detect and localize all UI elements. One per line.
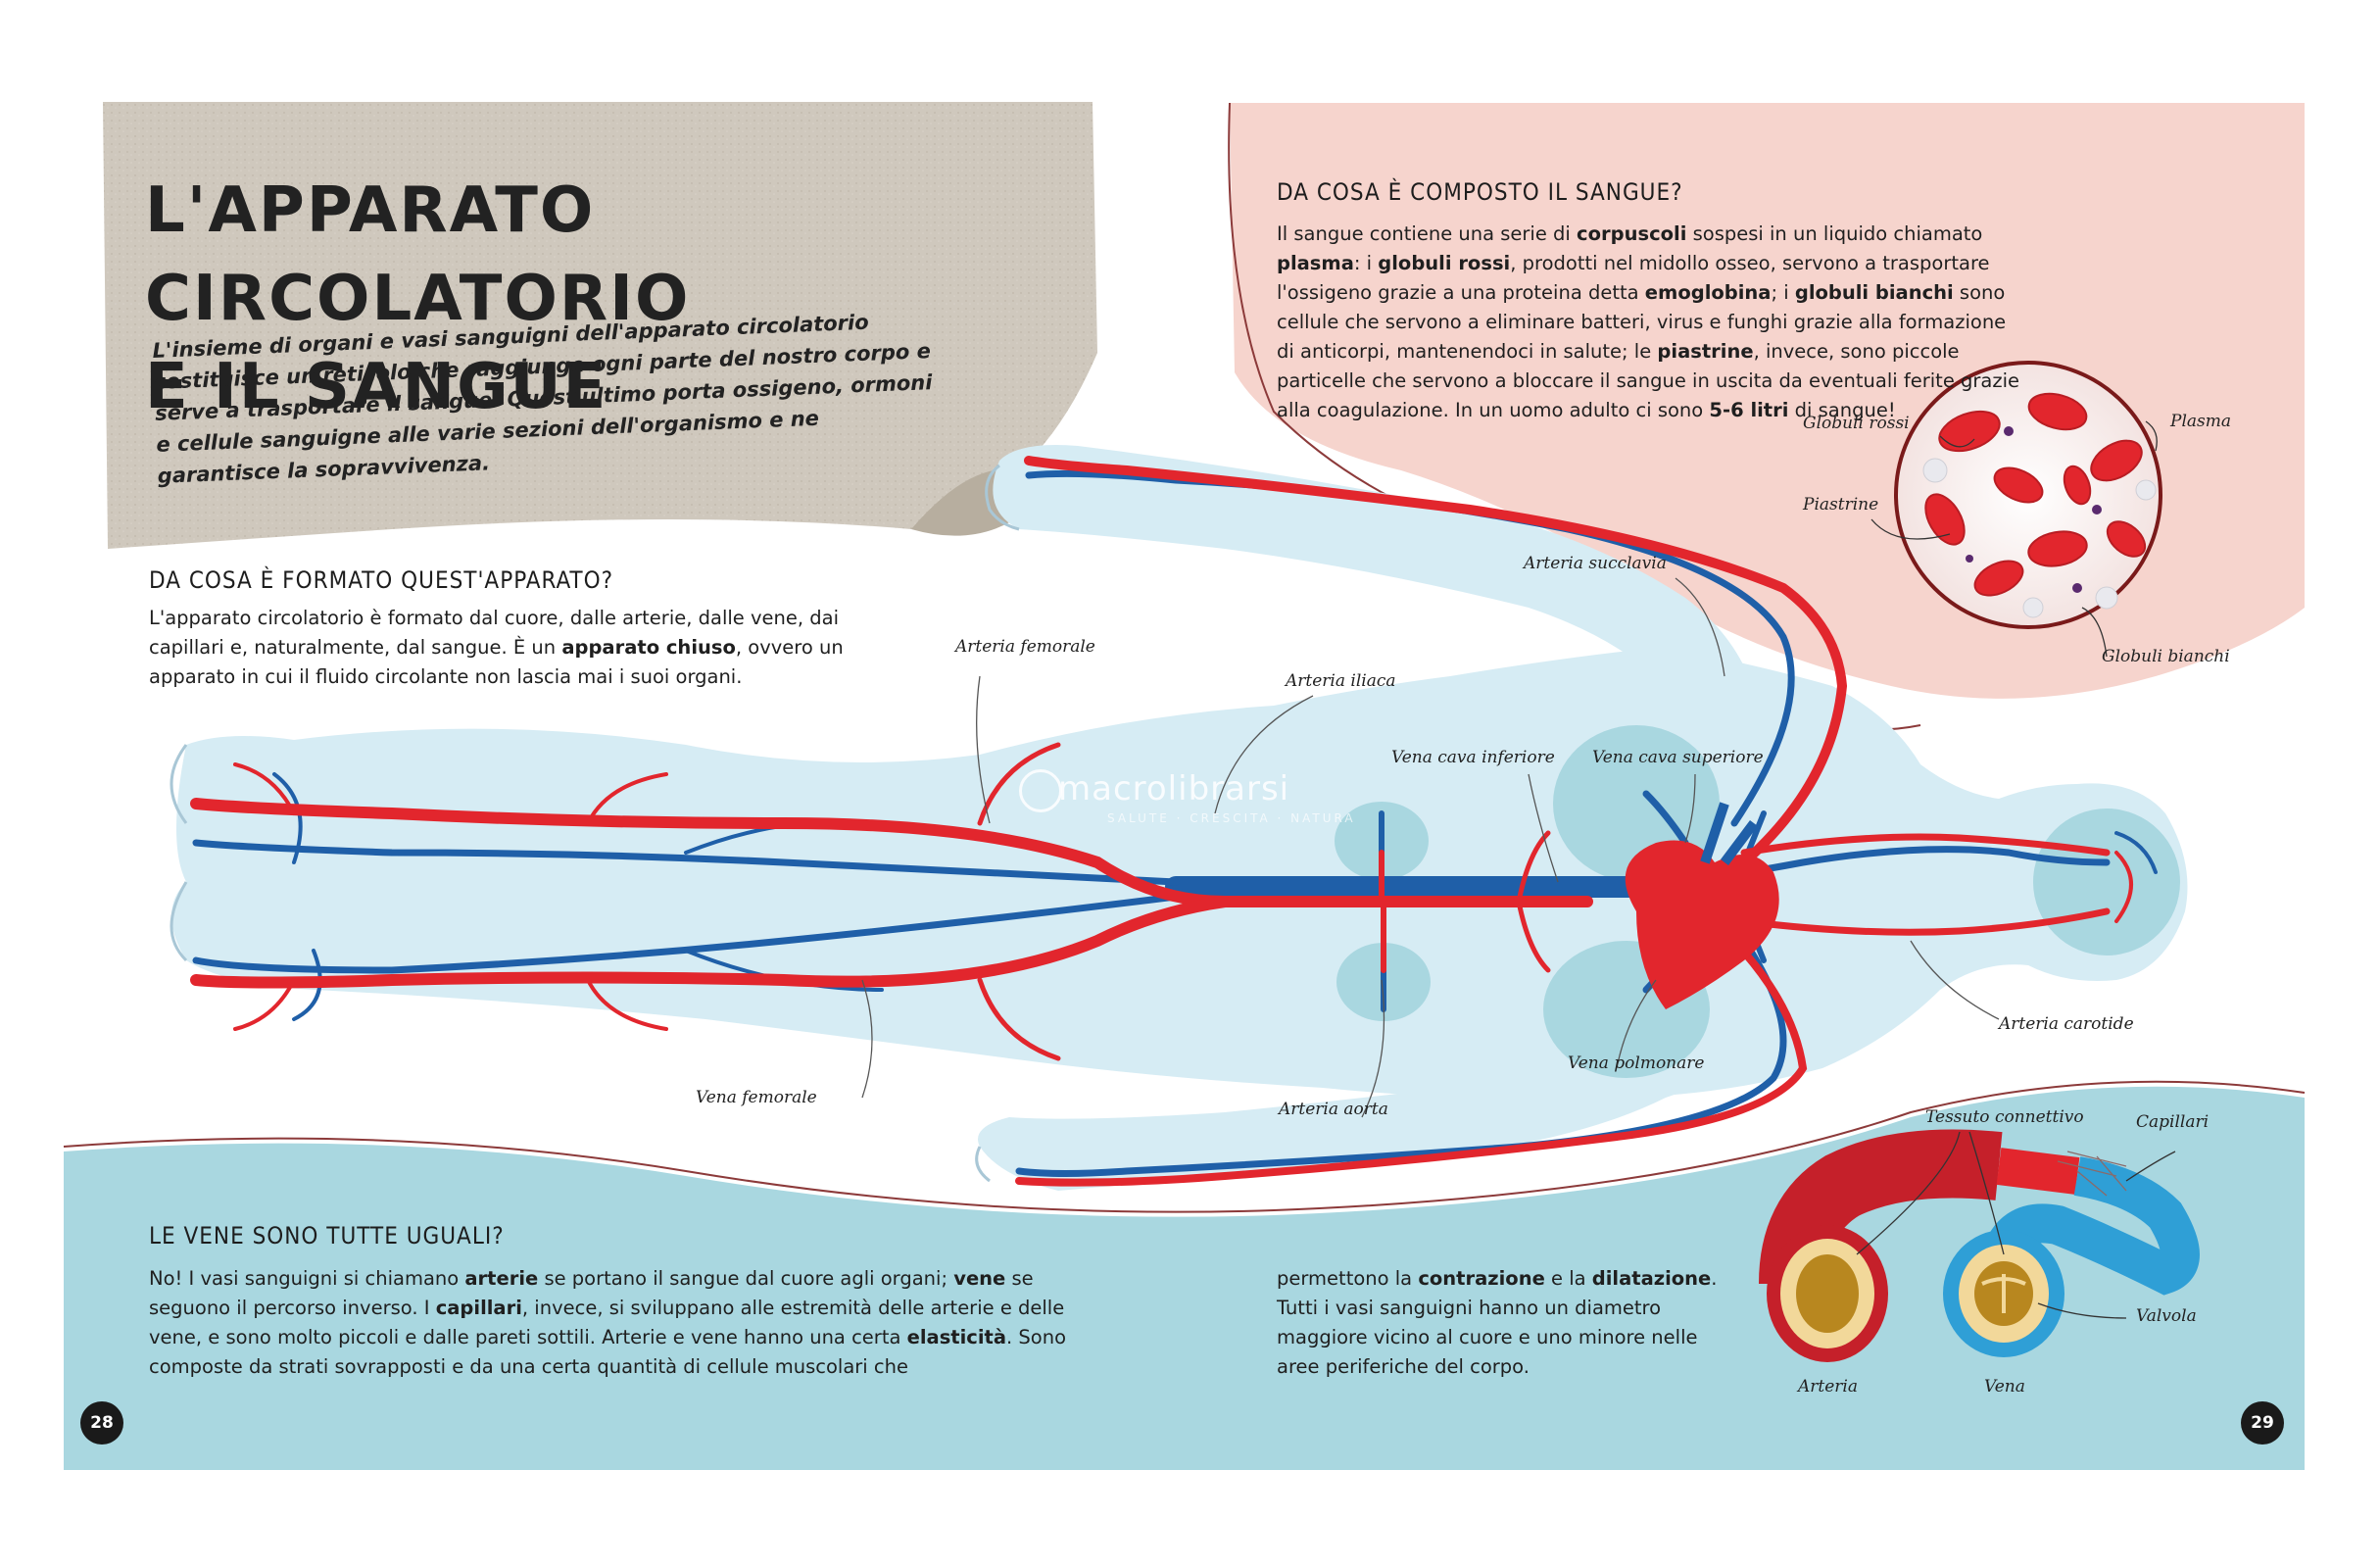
label-vena-cava-superiore: Vena cava superiore [1592,748,1764,767]
intro-text: L'insieme di organi e vasi sanguigni del… [152,310,933,488]
label-globuli-bianchi: Globuli bianchi [2102,647,2230,666]
label-globuli-rossi: Globuli rossi [1803,414,1910,433]
text-vene-col1: No! I vasi sanguigni si chiamano arterie… [149,1267,1067,1378]
watermark-logo-icon [1019,769,1062,812]
text-formato: L'apparato circolatorio è formato dal cu… [149,607,844,688]
label-arteria: Arteria [1798,1377,1858,1396]
page-number-right: 29 [2241,1401,2284,1445]
label-arteria-femorale: Arteria femorale [955,637,1095,657]
label-valvola: Valvola [2136,1306,2197,1326]
label-vena-polmonare: Vena polmonare [1568,1054,1705,1073]
heading-vene: Le vene sono tutte uguali? [149,1222,505,1250]
watermark-sub: SALUTE · CRESCITA · NATURA [1107,811,1356,825]
vessels-cross-section [1759,1129,2200,1362]
label-vena-cava-inferiore: Vena cava inferiore [1391,748,1555,767]
watermark: macrolibrarsi [1058,769,1290,808]
label-arteria-iliaca: Arteria iliaca [1286,671,1396,691]
blood-cells-magnifier [1870,361,2162,658]
paper-scrap [103,102,1097,549]
label-capillari: Capillari [2136,1112,2210,1132]
label-arteria-aorta: Arteria aorta [1279,1100,1388,1119]
heading-formato: Da cosa è formato quest'apparato? [149,566,614,594]
label-leaders [861,577,2000,1118]
label-vena-femorale: Vena femorale [696,1088,817,1107]
page-number-left: 28 [80,1401,123,1445]
label-arteria-carotide: Arteria carotide [1999,1014,2134,1034]
text-sangue: Il sangue contiene una serie di corpusco… [1277,222,2020,421]
label-plasma: Plasma [2170,412,2231,431]
title-line-1: L'apparato circolatorio [145,174,691,335]
text-vene-col2: permettono la contrazione e la dilatazio… [1277,1267,1718,1378]
heart [1625,802,1779,1009]
heading-sangue: Da cosa è composto il sangue? [1277,178,1683,206]
veins-panel [64,1086,2305,1470]
label-arteria-succlavia: Arteria succlavia [1524,554,1667,573]
label-piastrine: Piastrine [1803,495,1879,514]
label-tessuto-connettivo: Tessuto connettivo [1925,1107,2084,1127]
title-line-2: e il sangue [145,351,608,423]
page-title: L'apparato circolatorio e il sangue [145,167,890,431]
arteries-network [190,456,2133,1187]
label-vena: Vena [1984,1377,2025,1396]
